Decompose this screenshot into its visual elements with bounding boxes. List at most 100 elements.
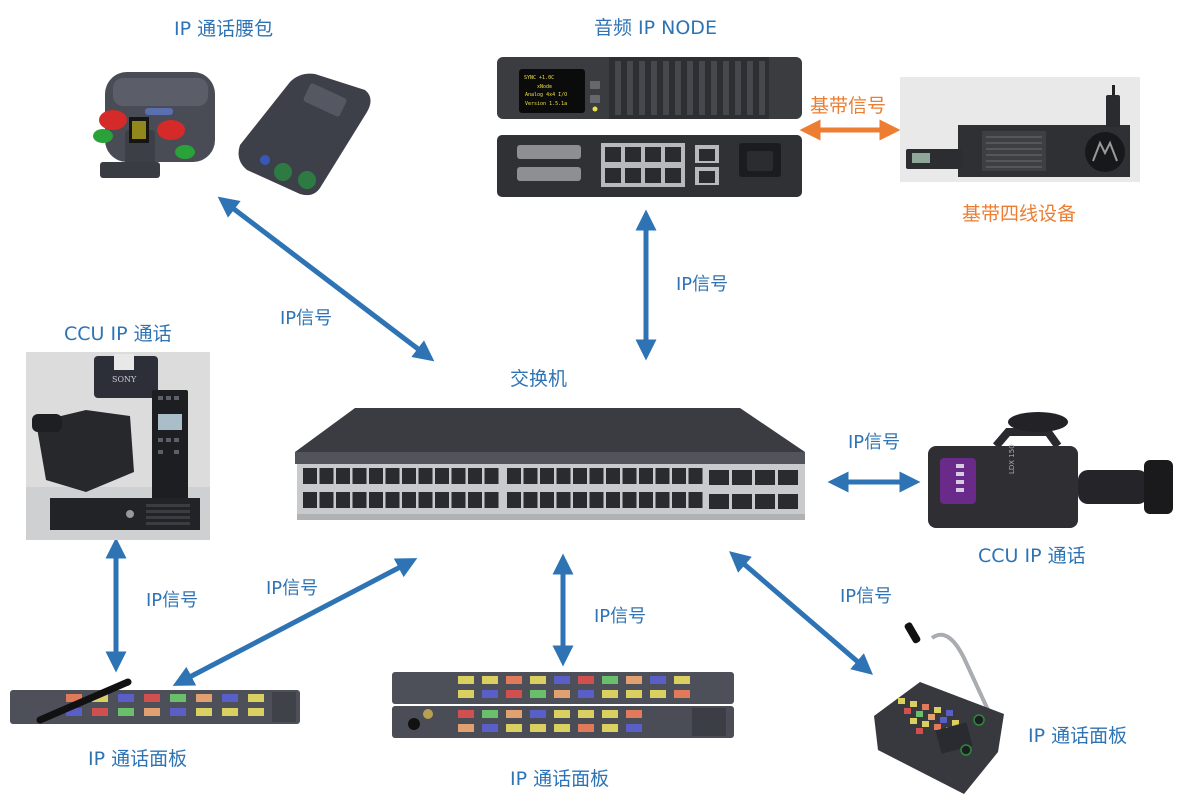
switch-port: [523, 468, 538, 484]
label-panel-center: IP 通话面板: [510, 768, 610, 790]
camera-brand-text: SONY: [112, 375, 137, 384]
switch-port: [639, 492, 653, 508]
switch-port: [507, 468, 521, 484]
panel-key: [458, 710, 474, 718]
panel-right-image: [874, 622, 1004, 794]
switch-port: [688, 492, 703, 508]
panel-key: [602, 690, 618, 698]
switch-port: [672, 468, 686, 484]
label-ccu-right: CCU IP 通话: [978, 545, 1086, 567]
switch-port: [418, 468, 433, 484]
signal-label-baseband: 基带信号: [810, 95, 887, 117]
panel-key: [144, 694, 160, 702]
panel-key: [626, 676, 642, 684]
panel-key: [144, 708, 160, 716]
beltpack-front: [93, 72, 215, 178]
switch-port: [540, 492, 554, 508]
panel-key: [118, 708, 134, 716]
panel-key: [674, 690, 690, 698]
four-wire-device-image: [900, 77, 1140, 182]
switch-port: [303, 492, 317, 508]
panel-key: [458, 676, 474, 684]
switch-port: [589, 492, 604, 508]
switch-ports: [303, 468, 798, 509]
panel-key: [554, 676, 570, 684]
panel-key: [946, 710, 953, 716]
panel-key: [578, 724, 594, 732]
panel-key: [482, 724, 498, 732]
switch-port: [688, 468, 703, 484]
beltpack-image: [93, 72, 371, 196]
switch-port: [385, 492, 400, 508]
panel-key: [506, 676, 522, 684]
panel-key: [222, 694, 238, 702]
switch-port: [451, 468, 466, 484]
switch-port: [336, 492, 350, 508]
panel-key: [578, 676, 594, 684]
panel-key: [650, 676, 666, 684]
audio-node-front: SYNC +1.0C xNode Analog 4x4 I/O Version …: [497, 57, 802, 119]
panel-key: [934, 707, 941, 713]
signal-label-beltpack: IP信号: [280, 308, 333, 329]
panel-key: [248, 708, 264, 716]
panel-key: [626, 710, 642, 718]
label-audio-node: 音频 IP NODE: [594, 17, 717, 39]
arrow-beltpack-switch: [217, 196, 435, 362]
panel-center-image: [392, 672, 734, 738]
panel-key: [170, 694, 186, 702]
switch-port: [385, 468, 400, 484]
panel-key: [92, 694, 108, 702]
panel-key: [482, 710, 498, 718]
signal-label-panelright: IP信号: [840, 586, 893, 607]
switch-port: [369, 492, 383, 508]
panel-key: [922, 704, 929, 710]
panel-key: [916, 728, 923, 734]
audio-node-screen-line-2: xNode: [537, 84, 552, 90]
panel-key: [928, 714, 935, 720]
switch-port: [639, 468, 653, 484]
signal-label-panelcenter: IP信号: [594, 606, 647, 627]
panel-key: [118, 694, 134, 702]
panel-key: [458, 724, 474, 732]
signal-label-audionode: IP信号: [676, 274, 729, 295]
panel-key: [602, 710, 618, 718]
switch-port: [435, 492, 449, 508]
switch-port: [435, 468, 449, 484]
switch-port: [672, 492, 686, 508]
label-ccu-left: CCU IP 通话: [64, 323, 172, 345]
switch-port: [556, 492, 571, 508]
switch-port: [451, 492, 466, 508]
ccu-left-image: SONY: [26, 352, 210, 540]
switch-uplink-port: [732, 470, 752, 485]
switch-port: [622, 468, 637, 484]
switch-port: [655, 492, 670, 508]
panel-key: [530, 724, 546, 732]
panel-key: [530, 690, 546, 698]
panel-key: [898, 698, 905, 704]
switch-port: [573, 468, 587, 484]
signal-label-cculeft: IP信号: [146, 590, 199, 611]
panel-key: [196, 694, 212, 702]
switch-port: [606, 468, 620, 484]
panel-key: [578, 710, 594, 718]
panel-key: [506, 690, 522, 698]
switch-port: [484, 468, 499, 484]
ccu-right-camera-image: LDX 150: [928, 412, 1173, 528]
switch-uplink-port: [755, 470, 775, 485]
panel-key: [626, 724, 642, 732]
panel-key: [916, 711, 923, 717]
panel-key: [92, 708, 108, 716]
panel-key: [66, 694, 82, 702]
label-switch: 交换机: [510, 368, 568, 390]
panel-key: [248, 694, 264, 702]
panel-key: [506, 724, 522, 732]
panel-key: [650, 690, 666, 698]
switch-port: [622, 492, 637, 508]
panel-center-keys: [458, 676, 690, 732]
audio-node-image: SYNC +1.0C xNode Analog 4x4 I/O Version …: [497, 57, 802, 197]
switch-uplink-port: [709, 470, 729, 485]
panel-key: [554, 710, 570, 718]
panel-key: [910, 701, 917, 707]
switch-port: [589, 468, 604, 484]
signal-label-ccuright: IP信号: [848, 432, 901, 453]
